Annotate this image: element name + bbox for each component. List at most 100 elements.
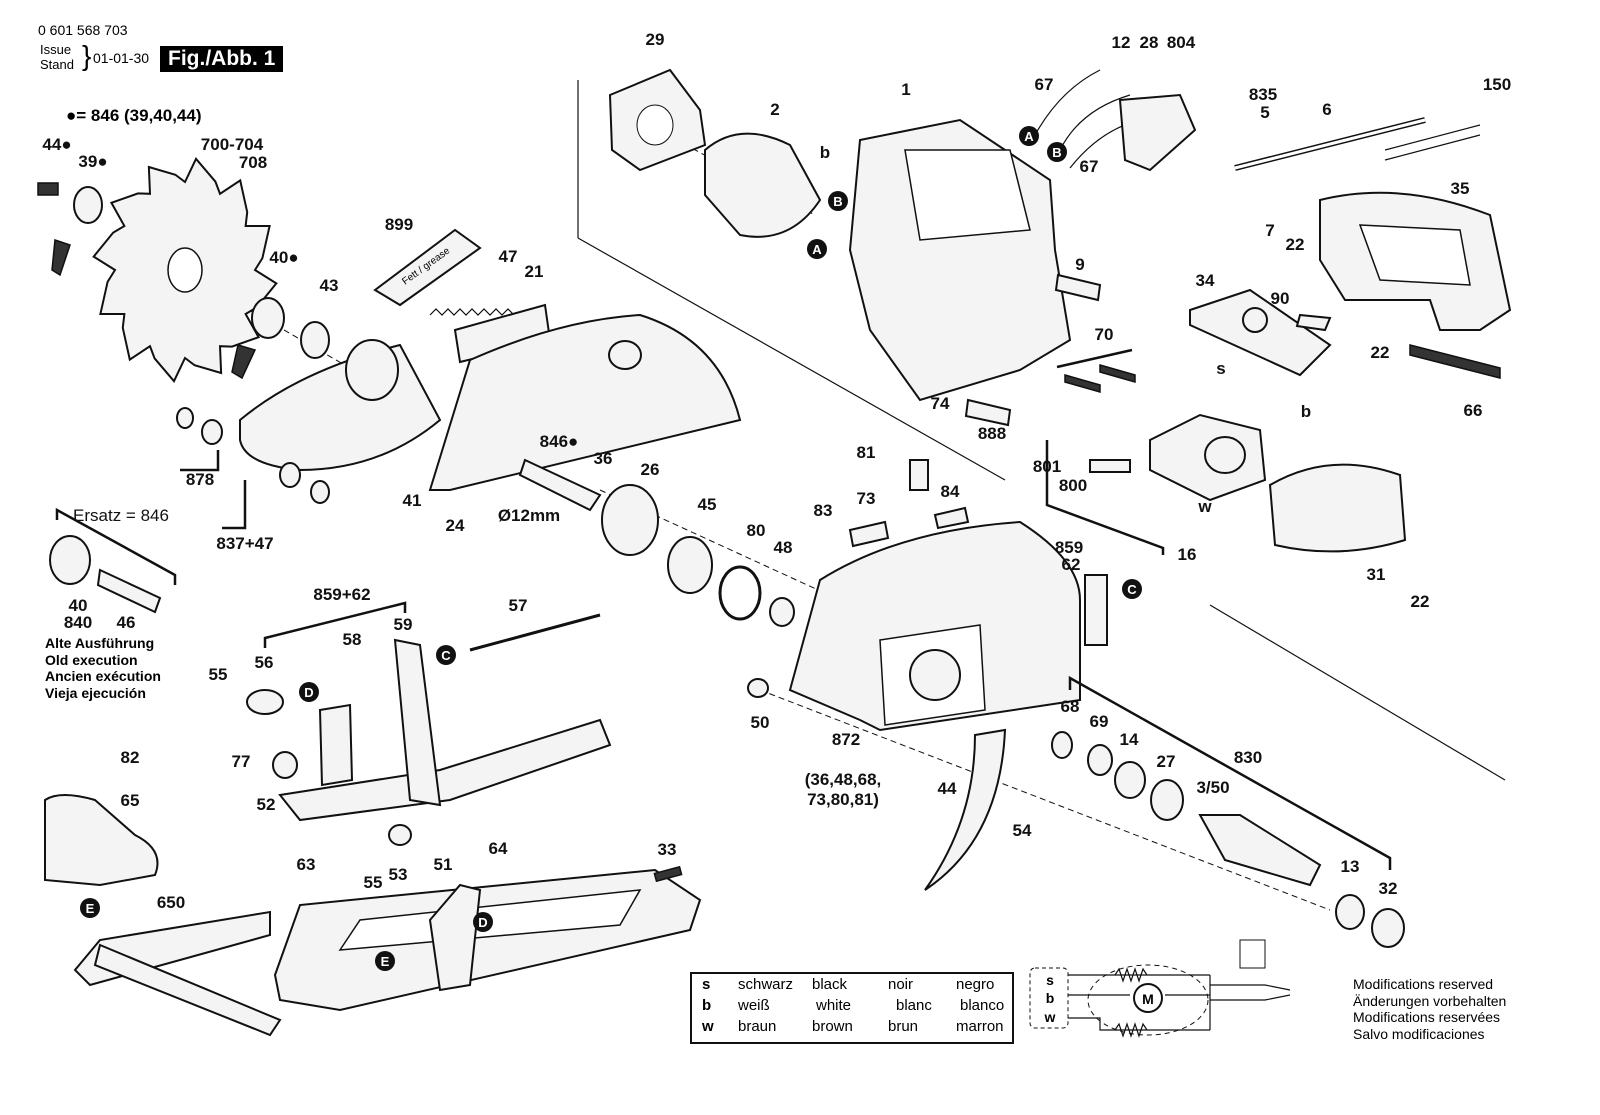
callout-label: 859+62 bbox=[313, 585, 370, 604]
ring-27 bbox=[1150, 779, 1184, 821]
bushing-48 bbox=[769, 597, 795, 627]
circuit-wires bbox=[1068, 974, 1291, 1031]
bearing-flange-26 bbox=[601, 484, 659, 556]
nut-50 bbox=[747, 678, 769, 698]
callout-label: 44 bbox=[938, 779, 957, 798]
callout-label: 840 bbox=[64, 613, 92, 632]
callout-label: 899 bbox=[385, 215, 413, 234]
frame-line bbox=[577, 237, 1006, 481]
legend-fr: blanc bbox=[896, 997, 932, 1014]
ring-43 bbox=[300, 321, 330, 359]
callout-label: 57 bbox=[509, 596, 528, 615]
modifications-fr: Modifications reservées bbox=[1353, 1009, 1501, 1025]
motor-cover-31 bbox=[1268, 463, 1407, 553]
spindle-46-old bbox=[96, 568, 162, 614]
callout-label: 83 bbox=[814, 501, 833, 520]
callout-label: 58 bbox=[343, 630, 362, 649]
callout-label: 650 bbox=[157, 893, 185, 912]
callout-label: 62 bbox=[1062, 555, 1081, 574]
modifications-es: Salvo modificaciones bbox=[1353, 1025, 1485, 1042]
callout-label: 54 bbox=[1013, 821, 1032, 840]
bearing-14 bbox=[1114, 761, 1146, 799]
callout-label: 835 bbox=[1249, 85, 1277, 104]
arrow-icon bbox=[231, 344, 257, 380]
marker-letter: B bbox=[1052, 145, 1061, 160]
callout-label: 888 bbox=[978, 424, 1006, 443]
marker-letter: A bbox=[812, 242, 822, 257]
callout-label: 47 bbox=[499, 247, 518, 266]
callout-label: 67 bbox=[1080, 157, 1099, 176]
upper-guard-872 bbox=[788, 520, 1081, 732]
callout-label: 55 bbox=[364, 873, 383, 892]
reference-marker: D bbox=[473, 912, 493, 932]
callout-label: 31 bbox=[1367, 565, 1386, 584]
modifications-note: Modifications reserved Änderungen vorbeh… bbox=[1353, 976, 1506, 1042]
screw-44 bbox=[37, 182, 59, 196]
issue-stand-label: Issue Stand bbox=[40, 42, 74, 72]
issue-date: 01-01-30 bbox=[93, 50, 150, 66]
marker-circle bbox=[436, 645, 456, 665]
callout-label: 73 bbox=[857, 489, 876, 508]
fence-ruler bbox=[93, 943, 282, 1037]
marker-letter: C bbox=[1127, 582, 1137, 597]
housing-opening bbox=[904, 149, 1031, 241]
marker-letter: D bbox=[478, 915, 487, 930]
callout-label: 700-704 bbox=[201, 135, 264, 154]
switch-804 bbox=[1118, 93, 1197, 172]
marker-circle bbox=[473, 912, 493, 932]
marker-circle bbox=[828, 191, 848, 211]
reference-marker: D bbox=[299, 682, 319, 702]
callout-label: Ersatz = 846 bbox=[73, 506, 169, 525]
callout-label: 36 bbox=[594, 449, 613, 468]
callout-label: 56 bbox=[255, 653, 274, 672]
legend-code: b bbox=[702, 997, 712, 1014]
callout-label: 16 bbox=[1178, 545, 1197, 564]
marker-letter: E bbox=[86, 901, 95, 916]
reference-marker: B bbox=[1047, 142, 1067, 162]
blade-hole bbox=[167, 247, 203, 293]
label-84 bbox=[933, 506, 970, 530]
callout-label: 29 bbox=[646, 30, 665, 49]
legend-es: blanco bbox=[960, 997, 1005, 1014]
washer bbox=[279, 462, 301, 488]
old-execution-en: Old execution bbox=[45, 651, 138, 668]
bearing-13 bbox=[1335, 894, 1365, 930]
spindle-bore bbox=[909, 649, 961, 701]
legend-row-white: b weiß white blanc blanco bbox=[692, 997, 1012, 1016]
cable-6-inner bbox=[1234, 118, 1426, 170]
marker-circle bbox=[1047, 142, 1067, 162]
guide-fin bbox=[318, 703, 354, 787]
callout-label: 5 bbox=[1260, 103, 1269, 122]
callout-label: 90 bbox=[1271, 289, 1290, 308]
callout-label: 22 bbox=[1286, 235, 1305, 254]
callout-label: 68 bbox=[1061, 697, 1080, 716]
cap-32 bbox=[1371, 908, 1405, 948]
circuit-wire-s: s bbox=[1046, 972, 1054, 988]
brace: } bbox=[82, 40, 92, 71]
modifications-de: Änderungen vorbehalten bbox=[1353, 992, 1507, 1009]
marker-circle bbox=[80, 898, 100, 918]
bracket-ersatz bbox=[55, 507, 177, 585]
callout-label: 74 bbox=[931, 394, 950, 413]
legend-en: brown bbox=[812, 1018, 853, 1035]
electronic-module-34 bbox=[1189, 288, 1332, 377]
bracket-837 bbox=[222, 480, 247, 530]
callout-label: w bbox=[1197, 497, 1212, 516]
old-execution-de: Alte Ausführung bbox=[45, 635, 155, 651]
angle-scale bbox=[428, 883, 482, 992]
legend-row-black: s schwarz black noir negro bbox=[692, 976, 1012, 995]
dust-adapter-65 bbox=[44, 794, 159, 887]
callout-label: 67 bbox=[1035, 75, 1054, 94]
callout-label: 41 bbox=[403, 491, 422, 510]
callout-label: 66 bbox=[1464, 401, 1483, 420]
callout-label: 59 bbox=[394, 615, 413, 634]
callout-label: s bbox=[1216, 359, 1225, 378]
handle-opening bbox=[1358, 224, 1471, 286]
bushing-52 bbox=[272, 751, 298, 779]
old-execution-es: Vieja ejecución bbox=[45, 684, 146, 701]
bushing-53 bbox=[388, 824, 412, 846]
callout-label: b bbox=[820, 143, 830, 162]
reference-marker: A bbox=[1019, 126, 1039, 146]
legend-code: s bbox=[702, 976, 711, 993]
